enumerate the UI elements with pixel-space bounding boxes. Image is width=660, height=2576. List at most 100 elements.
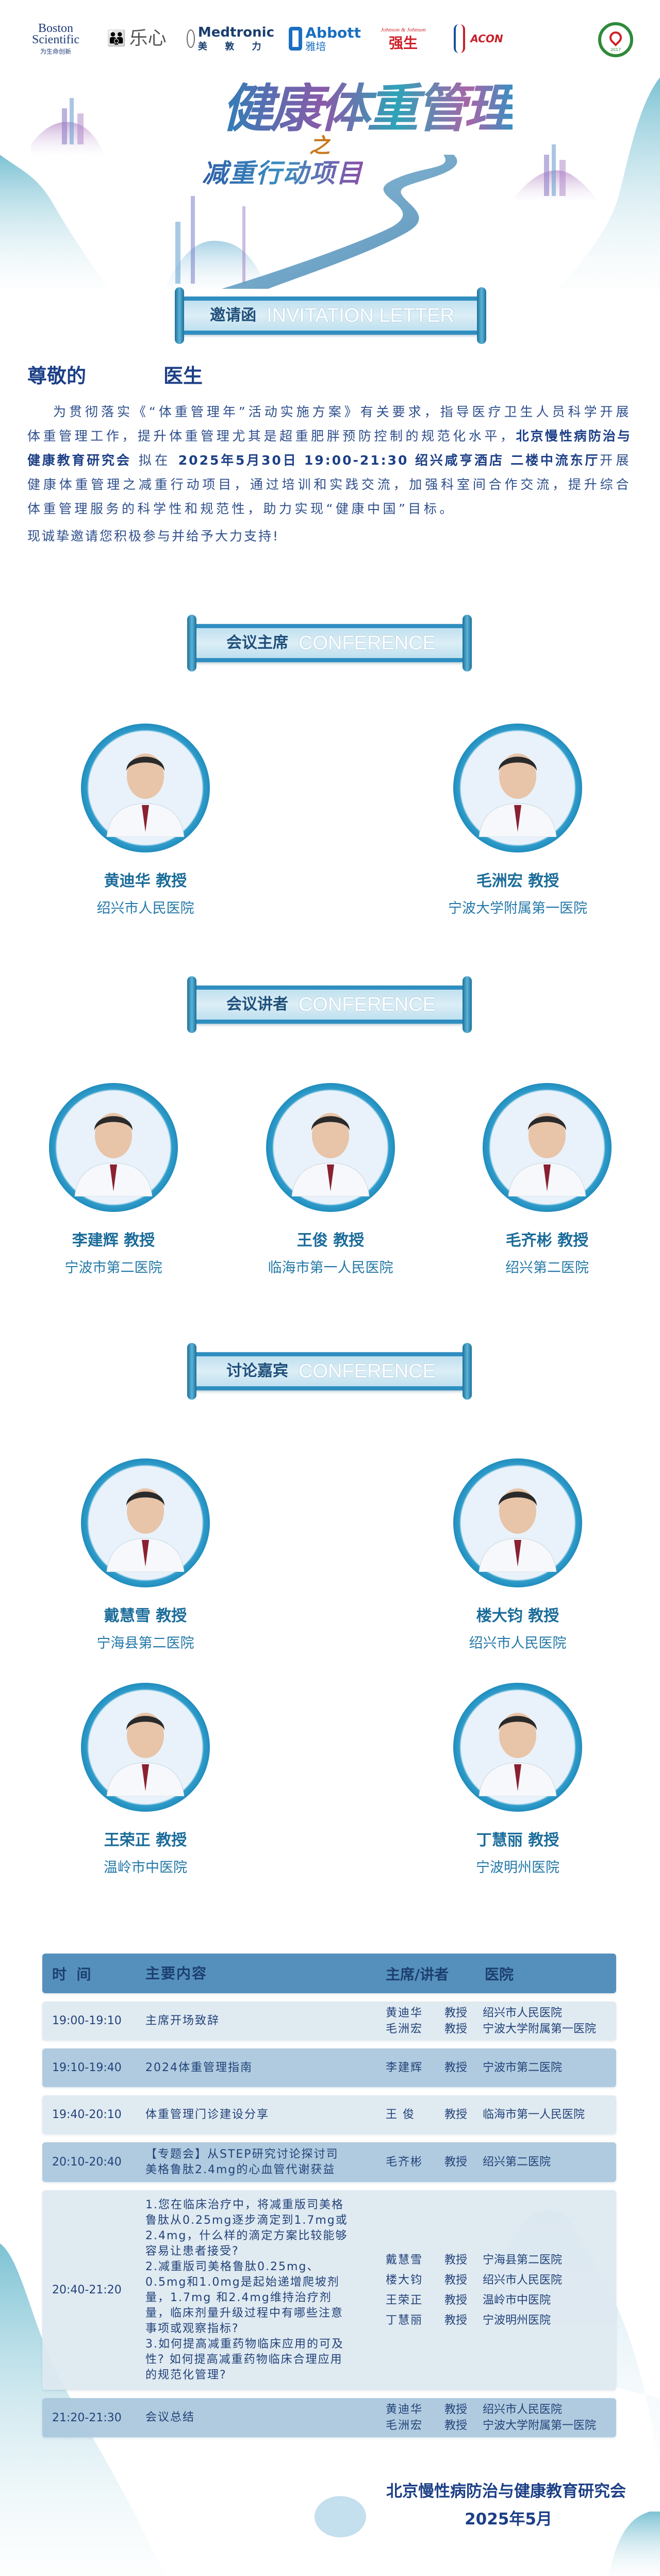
table-row: 19:40-20:10 体重管理门诊建设分享 王 俊教授临海市第一人民医院 (42, 2095, 616, 2134)
row-content: 1.您在临床治疗中，将减重版司美格鲁肽从0.25mg逐步滴定到1.7mg或2.4… (145, 2197, 349, 2383)
row-speakers: 黄迪华教授绍兴市人民医院毛洲宏教授宁波大学附属第一医院 (386, 2005, 613, 2037)
content-line: 主席开场致辞 (145, 2014, 220, 2027)
person-name: 李建辉 教授 (72, 1232, 155, 1250)
person-hospital: 宁波明州医院 (476, 1860, 559, 1876)
speaker-name: 毛洲宏 (386, 2419, 423, 2432)
speaker-hospital: 临海市第一人民医院 (483, 2108, 585, 2121)
row-speakers: 黄迪华教授绍兴市人民医院毛洲宏教授宁波大学附属第一医院 (386, 2402, 613, 2434)
scroll-bar (182, 297, 479, 335)
person-name: 楼大钧 教授 (476, 1607, 559, 1625)
scroll-rod-right (463, 615, 472, 671)
portrait-photo (74, 1113, 153, 1196)
speaker-entry: 黄迪华教授绍兴市人民医院 (386, 2005, 613, 2021)
row-content: 体重管理门诊建设分享 (145, 2107, 349, 2123)
speaker-entry: 毛洲宏教授宁波大学附属第一医院 (386, 2021, 613, 2037)
banner-label: 邀请函 (210, 306, 257, 324)
speaker-entry: 李建辉教授宁波市第二医院 (386, 2060, 613, 2076)
body-text: 为贯彻落实《“体重管理年”活动实施方案》有关要求，指导医疗卫生人员科学开展体重管… (27, 404, 632, 444)
logo-text: ACON (470, 32, 503, 45)
speaker-title: 教授 (444, 2293, 468, 2307)
guests-card: 丁慧丽 教授宁波明州医院 (435, 1683, 600, 1876)
closing-line: 现诚挚邀请您积极参与并给予大力支持! (27, 529, 280, 544)
speaker-hospital: 宁波明州医院 (483, 2314, 551, 2327)
speaker-name: 王荣正 (386, 2293, 423, 2307)
portrait-photo (291, 1113, 370, 1196)
person-hospital: 温岭市中医院 (104, 1860, 187, 1876)
person-hospital: 临海市第一人民医院 (268, 1260, 393, 1276)
speaker-hospital: 绍兴市人民医院 (483, 2006, 563, 2020)
speaker-name: 王 俊 (386, 2108, 415, 2121)
banner-watermark: CONFERENCE (298, 1360, 436, 1382)
medtronic-emblem-icon (187, 29, 195, 48)
invitation-scroll-banner: 邀请函 INVITATION LETTER (173, 287, 488, 344)
logo-text: 乐心 (129, 28, 167, 49)
portrait-ring (453, 724, 582, 852)
speaker-hospital: 绍兴第二医院 (483, 2156, 551, 2169)
person-hospital: 绍兴市人民医院 (96, 900, 194, 916)
person-name: 王俊 教授 (296, 1232, 365, 1250)
banner-label: 会议主席 (226, 634, 288, 652)
scroll-bar (194, 986, 465, 1024)
row-speakers: 李建辉教授宁波市第二医院 (386, 2060, 613, 2076)
speaker-entry: 王 俊教授临海市第一人民医院 (386, 2107, 613, 2123)
row-time: 19:40-20:10 (52, 2108, 122, 2121)
event-datetime-venue: 2025年5月30日 19:00-21:30 绍兴咸亨酒店 二楼中流东厅 (178, 453, 600, 468)
speaker-name: 毛洲宏 (386, 2022, 423, 2036)
row-speakers: 王 俊教授临海市第一人民医院 (386, 2107, 613, 2123)
speaker-name: 李建辉 (386, 2061, 423, 2074)
guests-card: 戴慧雪 教授宁海县第二医院 (63, 1458, 228, 1652)
speaker-name: 黄迪华 (386, 2006, 423, 2020)
person-name: 王荣正 教授 (104, 1831, 187, 1849)
logo-text: Medtronic (197, 25, 274, 40)
heart-caduceus-icon (607, 29, 624, 46)
footer-organizer: 北京慢性病防治与健康教育研究会 (386, 2482, 626, 2501)
scroll-rod-left (175, 287, 184, 344)
family-figures-icon: 👪 (107, 29, 126, 47)
portrait-ring (453, 1458, 582, 1587)
sponsor-logo-boston-scientific: Boston Scientific 为生命创新 (25, 22, 87, 55)
header-time: 时 间 (52, 1965, 91, 1983)
greeting-end: 医生 (163, 365, 203, 387)
content-line: 2024体重管理指南 (145, 2061, 253, 2074)
footer-date: 2025年5月 (465, 2510, 552, 2529)
speaker-title: 教授 (444, 2273, 468, 2287)
speaker-name: 楼大钧 (386, 2273, 423, 2287)
speaker-hospital: 绍兴市人民医院 (483, 2403, 563, 2416)
greeting-start: 尊敬的 (27, 365, 87, 387)
portrait-photo (106, 1488, 185, 1572)
row-speakers: 毛齐彬教授绍兴第二医院 (386, 2154, 613, 2170)
banner-label: 讨论嘉宾 (226, 1362, 288, 1380)
speaker-hospital: 宁波大学附属第一医院 (483, 2022, 597, 2036)
speaker-title: 教授 (444, 2156, 468, 2169)
sponsor-logo-medtronic: Medtronic 美 敦 力 (187, 23, 274, 54)
row-time: 20:10-20:40 (52, 2156, 122, 2169)
speakers-scroll-banner: 会议讲者 CONFERENCE (185, 976, 474, 1033)
banner-label: 会议讲者 (226, 995, 288, 1013)
organizer-name: 北京慢性病防治与健康教育研究会 (27, 429, 632, 468)
person-name: 毛齐彬 教授 (505, 1232, 589, 1250)
row-content: 【专题会】从STEP研究讨论探讨司美格鲁肽2.4mg的心血管代谢获益 (145, 2147, 349, 2178)
sponsor-logo-lexin: 👪 乐心 (101, 23, 173, 54)
header-speaker: 主席/讲者 (386, 1965, 449, 1983)
speaker-entry: 丁慧丽教授宁波明州医院 (386, 2310, 613, 2331)
logo-subtext: 为生命创新 (40, 48, 71, 55)
scroll-rod-left (187, 976, 196, 1033)
guests-card: 王荣正 教授温岭市中医院 (63, 1683, 228, 1876)
hero-title-connector: 之 (309, 134, 330, 158)
speaker-name: 戴慧雪 (386, 2253, 423, 2267)
guests-scroll-banner: 讨论嘉宾 CONFERENCE (185, 1343, 474, 1400)
logo-subtext: 美 敦 力 (197, 41, 269, 52)
logo-text: Abbott (305, 24, 361, 41)
chairs-scroll-banner: 会议主席 CONFERENCE (185, 615, 474, 671)
content-line: 【专题会】从STEP研究讨论探讨司美格鲁肽2.4mg的心血管代谢获益 (145, 2147, 339, 2176)
logo-text: Boston Scientific (32, 22, 79, 46)
body-text: 开展健康体重管理之减重行动项目，通过培训和实践交流，加强科室间合作交流，提升综合… (27, 453, 632, 516)
portrait-photo (106, 1713, 185, 1796)
portrait-ring (49, 1083, 178, 1212)
row-time: 19:10-19:40 (52, 2061, 122, 2074)
scroll-rod-right (463, 1343, 472, 1400)
portrait-ring (81, 1458, 210, 1587)
scroll-rod-left (187, 615, 196, 671)
portrait-ring (483, 1083, 612, 1212)
